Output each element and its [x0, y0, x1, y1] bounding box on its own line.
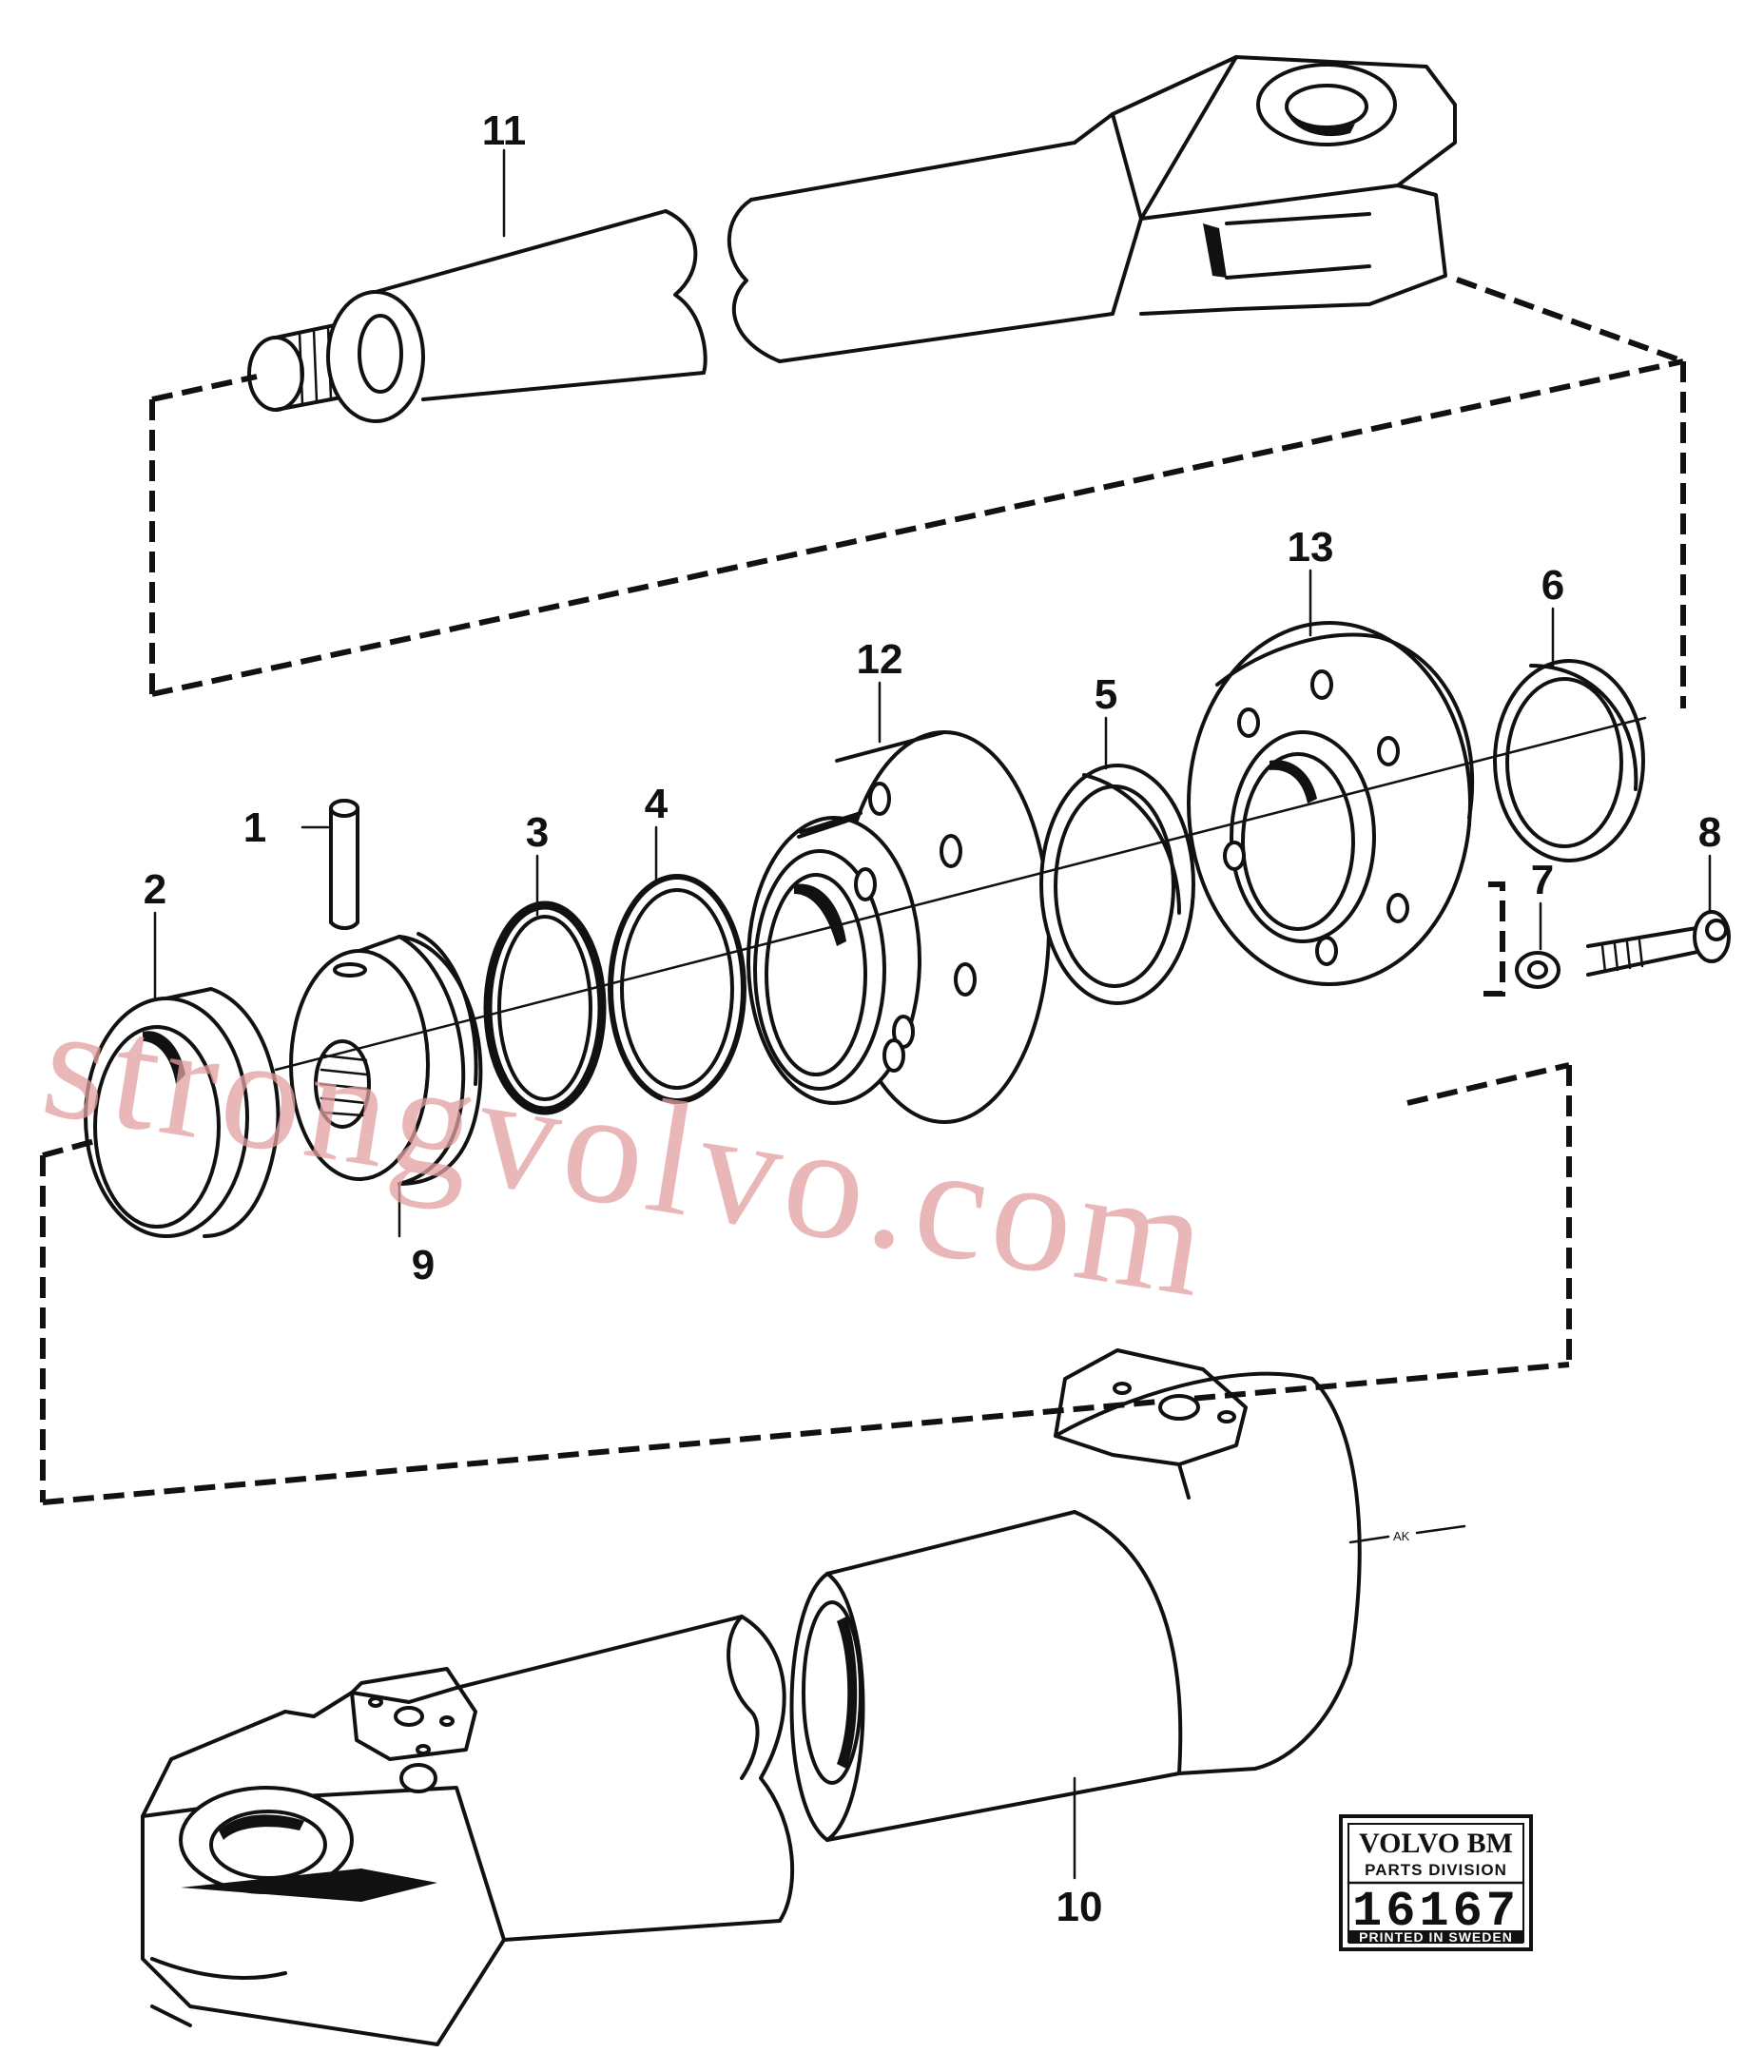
stamp-footer: PRINTED IN SWEDEN [1359, 1929, 1513, 1945]
flange-part-13 [1187, 621, 1475, 986]
callouts: 11 12 13 5 6 7 8 1 3 4 2 9 10 [144, 107, 1721, 1930]
center-axis [274, 716, 1647, 1072]
callout-7: 7 [1531, 857, 1554, 903]
pin-part-1 [329, 799, 359, 930]
watermark: strongvolvo.com [32, 971, 1223, 1331]
callout-6: 6 [1541, 562, 1564, 609]
callout-2: 2 [144, 866, 166, 913]
screw-part-8 [1586, 910, 1731, 977]
washer-part-7 [1515, 951, 1560, 989]
piston-part-9 [289, 932, 483, 1186]
callout-5: 5 [1095, 671, 1117, 718]
alignment-bracket-small [1483, 881, 1505, 997]
callout-13: 13 [1288, 524, 1334, 571]
callout-4: 4 [645, 781, 669, 827]
small-mark: AK [1393, 1529, 1410, 1543]
callout-12: 12 [857, 636, 903, 683]
callout-1: 1 [243, 804, 266, 851]
callout-8: 8 [1698, 809, 1721, 856]
cylinder-tube-part-10 [141, 1348, 1362, 2046]
piston-rod-part-11 [247, 55, 1457, 423]
cylinder-head-part-12 [746, 730, 1051, 1124]
ring-part-2 [84, 987, 281, 1238]
volvo-bm-stamp: VOLVO BM PARTS DIVISION 16167 PRINTED IN… [1339, 1814, 1533, 1951]
o-ring-part-3 [483, 900, 607, 1115]
callout-11: 11 [482, 107, 527, 154]
seal-part-5 [1039, 764, 1195, 1005]
callout-10: 10 [1056, 1884, 1103, 1930]
leader-lines [153, 148, 1712, 1880]
callout-3: 3 [526, 809, 549, 856]
callout-9: 9 [412, 1242, 435, 1288]
wiper-part-6 [1493, 659, 1645, 862]
stamp-brand: VOLVO BM [1359, 1828, 1513, 1859]
backup-ring-part-4 [608, 874, 746, 1104]
stamp-division: PARTS DIVISION [1365, 1861, 1507, 1879]
